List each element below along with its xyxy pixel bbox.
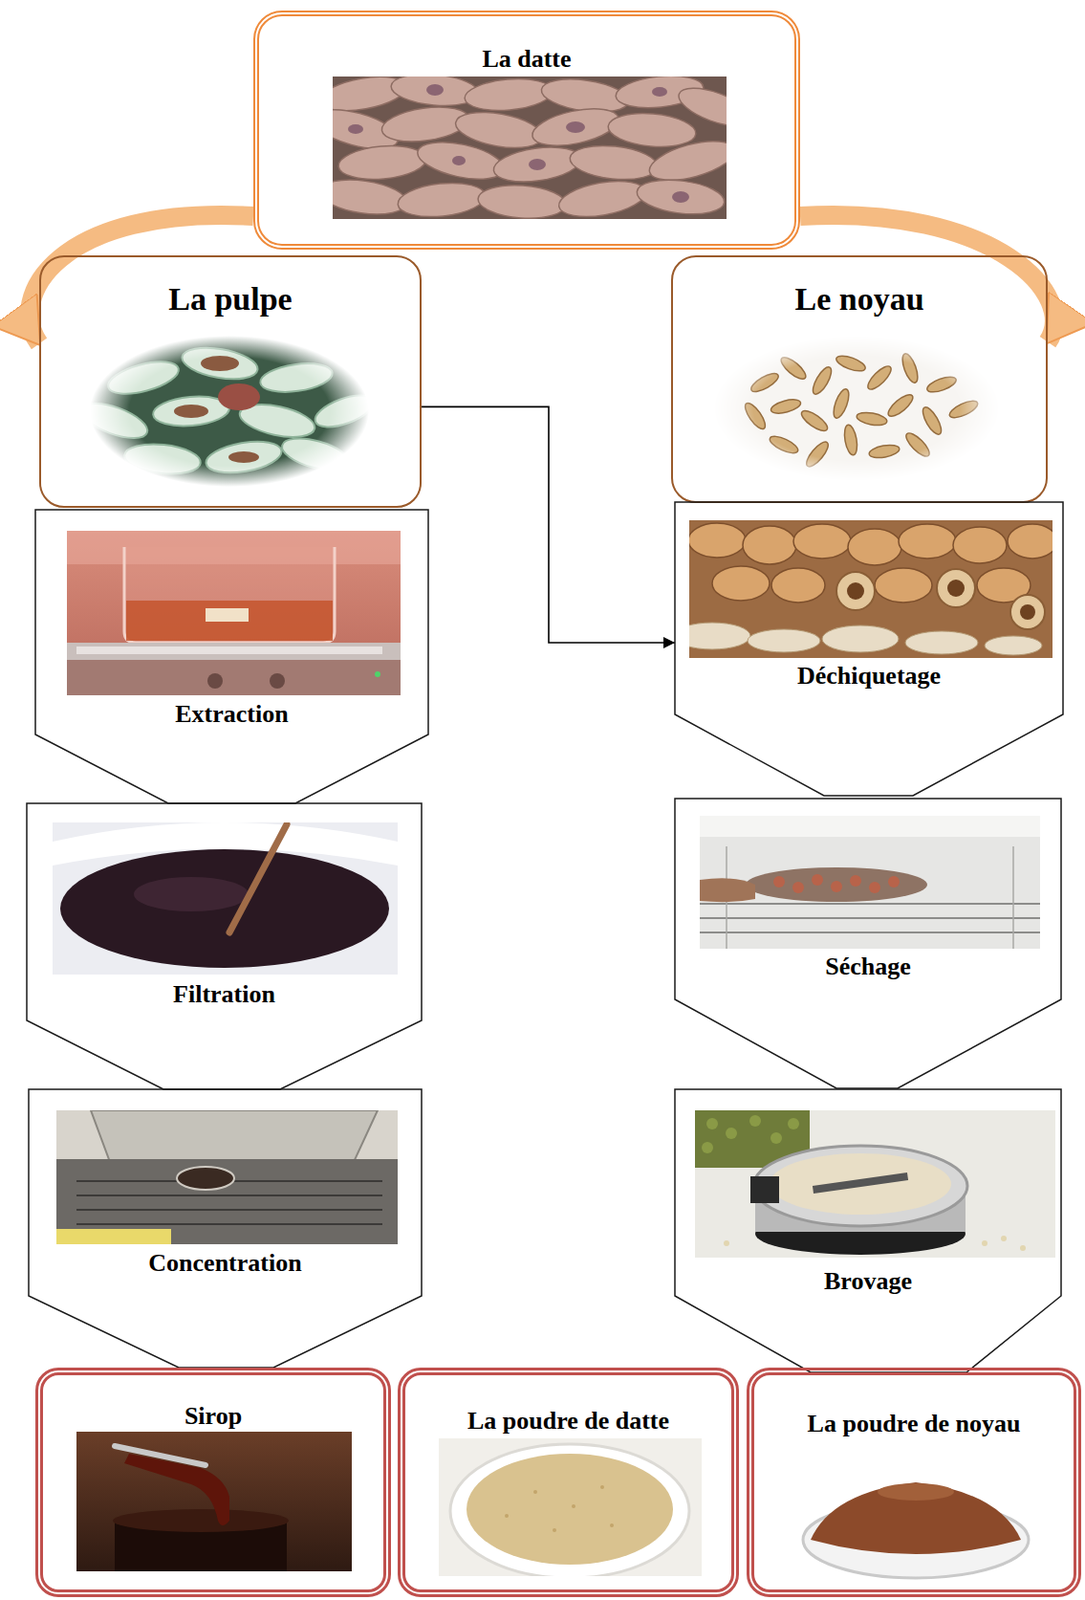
process-step: Brovage	[674, 1088, 1062, 1372]
seeds-photo	[707, 330, 1006, 486]
chevron-outline	[28, 1088, 422, 1368]
process-step: Concentration	[28, 1088, 422, 1368]
date-powder-photo	[438, 1437, 702, 1576]
node-label: La poudre de noyau	[807, 1409, 1021, 1438]
chevron-outline	[674, 798, 1062, 1088]
product-box: Sirop	[35, 1367, 391, 1597]
chevron-outline	[28, 1088, 422, 1368]
filtration-photo	[52, 822, 398, 975]
node-label: Déchiquetage	[797, 661, 941, 691]
dates-photo	[332, 76, 727, 219]
product-box: La poudre de noyau	[746, 1367, 1082, 1597]
source-box: La datte	[253, 10, 801, 250]
part-box: Le noyau	[671, 255, 1048, 503]
chevron-outline	[35, 509, 429, 803]
chevron-outline	[674, 1088, 1062, 1372]
chevron-outline	[674, 501, 1064, 796]
product-box: La poudre de datte	[397, 1367, 739, 1597]
part-box: La pulpe	[39, 255, 422, 508]
node-label: La pulpe	[168, 280, 292, 318]
node-label: Concentration	[148, 1248, 302, 1278]
node-label: Sirop	[184, 1401, 242, 1431]
node-label: Le noyau	[794, 280, 924, 318]
pulp-photo	[77, 332, 377, 491]
chevron-outline	[674, 501, 1064, 796]
extraction-photo	[66, 530, 401, 695]
process-step: Déchiquetage	[674, 501, 1064, 796]
elbow-arrow	[421, 406, 675, 643]
chevron-outline	[674, 1088, 1062, 1372]
process-step: Séchage	[674, 798, 1062, 1088]
curved-arrow	[29, 215, 254, 344]
drying-photo	[699, 815, 1041, 949]
seed-powder-photo	[802, 1481, 1029, 1578]
node-label: Filtration	[173, 979, 276, 1009]
node-label: La poudre de datte	[467, 1406, 670, 1435]
node-label: Séchage	[824, 952, 912, 981]
node-label: La datte	[481, 44, 571, 74]
process-step: Extraction	[35, 509, 429, 803]
node-label: Extraction	[174, 699, 288, 729]
curved-arrow	[800, 215, 1055, 343]
node-label: Brovage	[824, 1266, 912, 1296]
chevron-outline	[35, 509, 429, 803]
chevron-outline	[26, 802, 422, 1089]
grinder-photo	[694, 1109, 1056, 1258]
chevron-outline	[26, 802, 422, 1089]
shredding-photo	[689, 520, 1053, 658]
concentration-photo	[56, 1109, 398, 1244]
chevron-outline	[674, 798, 1062, 1088]
syrup-photo	[76, 1431, 352, 1571]
process-step: Filtration	[26, 802, 422, 1089]
